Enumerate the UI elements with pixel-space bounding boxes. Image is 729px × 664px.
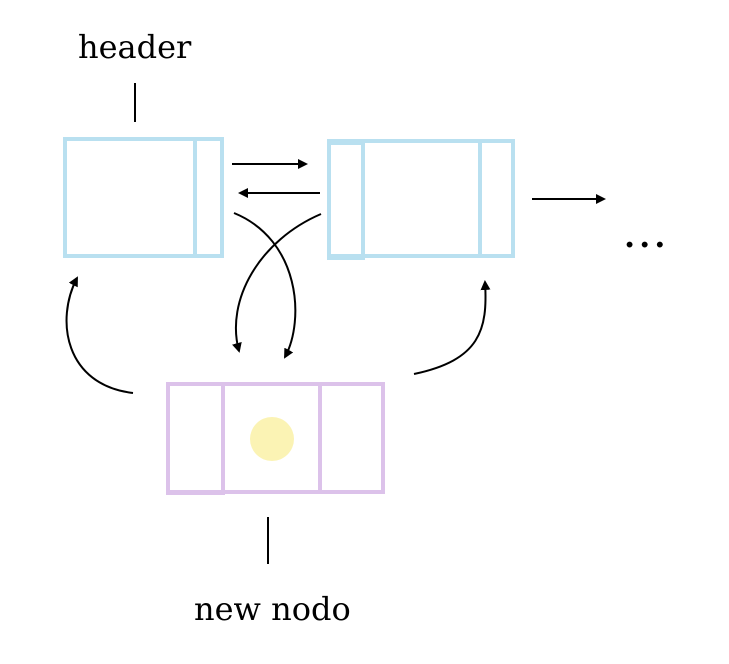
arrow-header-to-new-node xyxy=(233,212,297,359)
arrow-second-to-new-node xyxy=(232,213,322,353)
new-node-data-dot xyxy=(250,417,294,461)
second-node xyxy=(327,139,515,260)
second-node-prev-cell xyxy=(327,141,365,260)
header-label: header xyxy=(78,28,192,66)
new-node-label: new nodo xyxy=(194,590,351,628)
new-node xyxy=(166,382,385,495)
header-node xyxy=(63,137,224,258)
header-node-box xyxy=(63,137,224,258)
new-node-prev-cell xyxy=(166,382,225,495)
second-node-box xyxy=(327,139,515,258)
ellipsis-label: ... xyxy=(624,217,669,255)
arrow-new-node-next-to-second xyxy=(413,280,491,375)
arrow-new-node-prev-to-header xyxy=(65,276,134,394)
